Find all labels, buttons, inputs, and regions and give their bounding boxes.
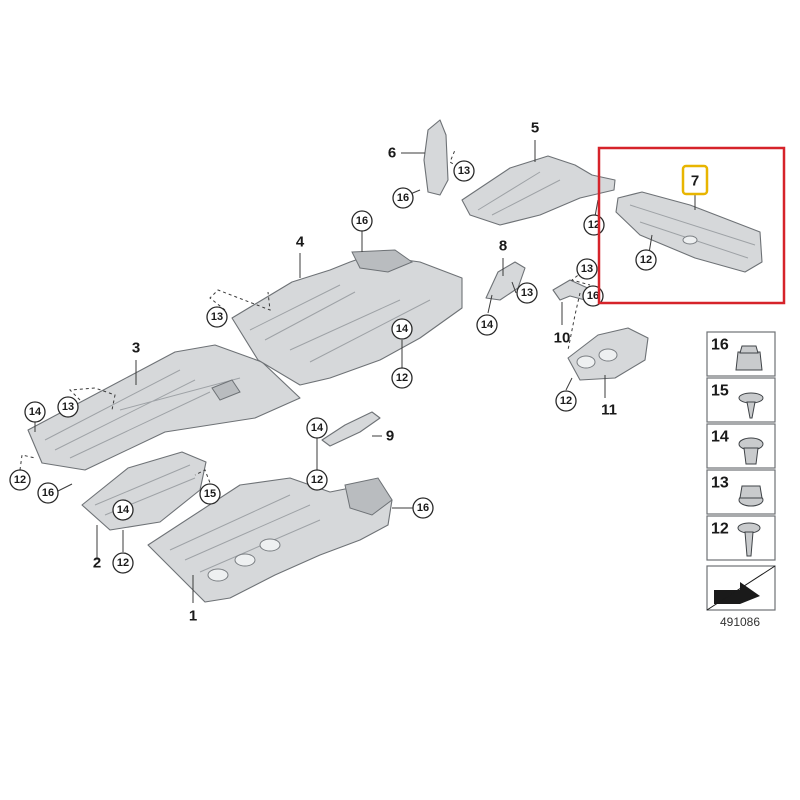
svg-text:12: 12: [311, 474, 323, 486]
panel-part-3: [27, 344, 301, 471]
label-part-7: 7: [691, 173, 699, 190]
bracket-part-6: [423, 119, 449, 196]
callout-14: 14: [476, 314, 498, 336]
callout-14: 14: [112, 499, 134, 521]
svg-text:12: 12: [14, 474, 26, 486]
callout-16: 16: [392, 187, 414, 209]
callout-13: 13: [516, 282, 538, 304]
svg-text:16: 16: [356, 215, 368, 227]
label-part-1: 1: [189, 608, 197, 625]
svg-text:12: 12: [396, 372, 408, 384]
callout-12: 12: [9, 469, 31, 491]
svg-text:14: 14: [311, 422, 324, 434]
svg-text:13: 13: [62, 401, 74, 413]
label-part-2: 2: [93, 555, 101, 572]
callout-16: 16: [412, 497, 434, 519]
callout-14: 14: [391, 318, 413, 340]
clip-nut-icon: [735, 351, 763, 371]
label-part-4: 4: [296, 234, 305, 251]
label-part-6: 6: [388, 145, 396, 162]
callout-13: 13: [576, 258, 598, 280]
legend-15: 15: [711, 383, 729, 400]
svg-text:12: 12: [560, 395, 572, 407]
legend-14: 14: [711, 429, 729, 446]
callout-12: 12: [112, 552, 134, 574]
svg-text:12: 12: [117, 557, 129, 569]
label-part-11: 11: [601, 402, 617, 419]
label-part-8: 8: [499, 238, 507, 255]
legend-16: 16: [711, 337, 729, 354]
callout-14: 14: [24, 401, 46, 423]
svg-text:13: 13: [458, 165, 470, 177]
callout-14: 14: [306, 417, 328, 439]
fastener-callouts: 16 16 16 16 16 15 14 14 14 14 14 13 13 1…: [9, 160, 657, 574]
callout-12: 12: [391, 367, 413, 389]
svg-text:14: 14: [29, 406, 42, 418]
panel-part-5: [461, 155, 616, 226]
svg-text:13: 13: [521, 287, 533, 299]
fastener-legend: 16 15 14 13 12 491086: [706, 331, 776, 629]
svg-text:16: 16: [417, 502, 429, 514]
legend-12: 12: [711, 521, 729, 538]
label-part-10: 10: [554, 330, 571, 347]
svg-text:15: 15: [204, 488, 216, 500]
part-number-labels: 1 2 3 4 5 6 8 9 10 11: [93, 120, 617, 625]
callout-15: 15: [199, 483, 221, 505]
highlight-part-7: 7: [597, 146, 786, 305]
panel-part-11: [567, 327, 649, 381]
svg-text:16: 16: [42, 487, 54, 499]
bracket-part-9: [321, 411, 381, 447]
callout-12: 12: [306, 469, 328, 491]
svg-text:12: 12: [588, 219, 600, 231]
reference-number: 491086: [720, 615, 760, 629]
svg-text:14: 14: [396, 323, 409, 335]
label-part-9: 9: [386, 428, 394, 445]
callout-12: 12: [583, 214, 605, 236]
svg-text:13: 13: [211, 311, 223, 323]
callout-16: 16: [37, 482, 59, 504]
panel-part-2: [81, 451, 207, 531]
svg-text:14: 14: [117, 504, 130, 516]
panel-part-7: [615, 191, 763, 273]
callout-12: 12: [555, 390, 577, 412]
svg-text:13: 13: [581, 263, 593, 275]
callout-12: 12: [635, 249, 657, 271]
panel-part-1: [147, 477, 393, 603]
svg-text:16: 16: [587, 290, 599, 302]
callout-13: 13: [453, 160, 475, 182]
panel-part-4: [231, 249, 463, 386]
callout-13: 13: [206, 306, 228, 328]
label-part-5: 5: [531, 120, 539, 137]
callout-16: 16: [351, 210, 373, 232]
label-part-3: 3: [132, 340, 140, 357]
svg-text:14: 14: [481, 319, 494, 331]
callout-13: 13: [57, 396, 79, 418]
bracket-part-8: [485, 261, 526, 301]
svg-text:16: 16: [397, 192, 409, 204]
svg-text:12: 12: [640, 254, 652, 266]
legend-13: 13: [711, 475, 729, 492]
